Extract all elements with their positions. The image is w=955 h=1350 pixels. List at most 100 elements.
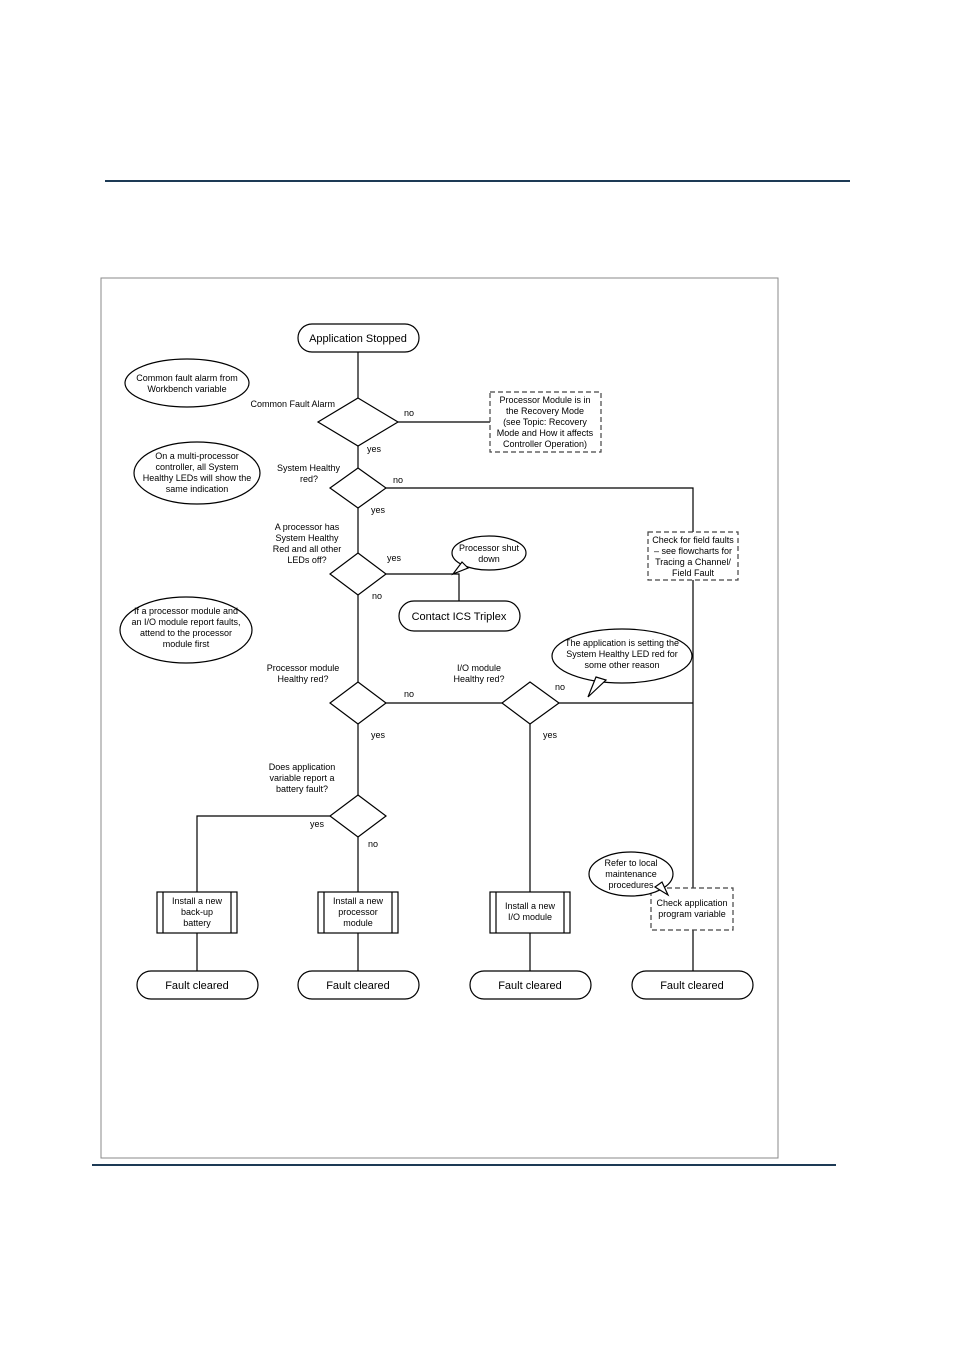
note-text: maintenance bbox=[605, 869, 657, 879]
terminal-fault-cleared-3: Fault cleared bbox=[469, 970, 592, 1000]
note-text: If a processor module and bbox=[134, 606, 238, 616]
box-label: the Recovery Mode bbox=[506, 406, 584, 416]
box-label: Field Fault bbox=[672, 568, 715, 578]
terminal-contact-ics-triplex: Contact ICS Triplex bbox=[398, 600, 521, 632]
note-text: On a multi-processor bbox=[155, 451, 239, 461]
note-text: procedures bbox=[608, 880, 654, 890]
branch-label-no: no bbox=[368, 839, 378, 849]
decision-common-fault-alarm: Common Fault Alarm bbox=[250, 397, 400, 447]
note-text: Refer to local bbox=[604, 858, 657, 868]
note-common-fault: Common fault alarm from Workbench variab… bbox=[124, 358, 250, 408]
note-text: Processor shut bbox=[459, 543, 520, 553]
branch-label-no: no bbox=[372, 591, 382, 601]
decision-label: Red and all other bbox=[273, 544, 342, 554]
note-processor-first: If a processor module and an I/O module … bbox=[119, 596, 253, 664]
note-text: module first bbox=[163, 639, 210, 649]
box-recovery-mode: Processor Module is in the Recovery Mode… bbox=[489, 391, 602, 453]
process-label: Install a new bbox=[505, 901, 556, 911]
branch-label-yes: yes bbox=[371, 505, 386, 515]
decision-label: LEDs off? bbox=[287, 555, 326, 565]
process-install-io: Install a new I/O module bbox=[489, 891, 571, 934]
note-processor-shutdown: Processor shut down bbox=[451, 535, 527, 576]
footer-rule bbox=[92, 1164, 836, 1166]
process-label: back-up bbox=[181, 907, 213, 917]
box-field-faults: Check for field faults – see flowcharts … bbox=[647, 531, 739, 581]
note-multi-processor: On a multi-processor controller, all Sys… bbox=[133, 441, 261, 505]
branch-label-yes: yes bbox=[367, 444, 382, 454]
box-label: Controller Operation) bbox=[503, 439, 587, 449]
decision-label: battery fault? bbox=[276, 784, 328, 794]
decision-label: Processor module bbox=[267, 663, 340, 673]
note-text: attend to the processor bbox=[140, 628, 232, 638]
decision-battery-fault: Does application variable report a batte… bbox=[269, 762, 387, 838]
terminal-fault-cleared-4: Fault cleared bbox=[631, 970, 754, 1000]
decision-label: variable report a bbox=[269, 773, 334, 783]
note-text: Workbench variable bbox=[147, 384, 226, 394]
box-label: Mode and How it affects bbox=[497, 428, 594, 438]
box-label: (see Topic: Recovery bbox=[503, 417, 587, 427]
decision-label: System Healthy bbox=[275, 533, 339, 543]
box-label: Tracing a Channel/ bbox=[655, 557, 731, 567]
branch-label-yes: yes bbox=[310, 819, 325, 829]
branch-label-yes: yes bbox=[543, 730, 558, 740]
note-text: down bbox=[478, 554, 500, 564]
note-app-setting-led: The application is setting the System He… bbox=[551, 628, 693, 698]
box-label: Processor Module is in bbox=[499, 395, 590, 405]
process-install-battery: Install a new back-up battery bbox=[156, 891, 238, 934]
terminal-label: Fault cleared bbox=[498, 980, 562, 992]
box-label: Check for field faults bbox=[652, 535, 734, 545]
header-rule bbox=[105, 180, 850, 182]
terminal-label: Fault cleared bbox=[165, 980, 229, 992]
note-text: System Healthy LED red for bbox=[566, 649, 678, 659]
process-label: Install a new bbox=[333, 896, 384, 906]
decision-system-healthy: System Healthy red? bbox=[277, 463, 388, 509]
branch-label-no: no bbox=[393, 475, 403, 485]
branch-label-no: no bbox=[404, 408, 414, 418]
branch-label-yes: yes bbox=[387, 553, 402, 563]
process-install-processor: Install a new processor module bbox=[317, 891, 399, 934]
decision-label: Does application bbox=[269, 762, 336, 772]
note-text: an I/O module report faults, bbox=[131, 617, 240, 627]
branch-labels: no yes no yes yes no no yes no yes yes n… bbox=[310, 408, 565, 849]
terminal-label: Contact ICS Triplex bbox=[412, 611, 507, 623]
figure-frame bbox=[100, 277, 779, 1159]
box-label: program variable bbox=[658, 909, 726, 919]
box-app-variable: Check application program variable bbox=[650, 887, 734, 931]
note-text: controller, all System bbox=[155, 462, 238, 472]
decision-label: red? bbox=[300, 474, 318, 484]
process-label: battery bbox=[183, 918, 211, 928]
decision-label: System Healthy bbox=[277, 463, 341, 473]
note-text: Common fault alarm from bbox=[136, 373, 238, 383]
note-text: The application is setting the bbox=[565, 638, 679, 648]
branch-label-no: no bbox=[555, 682, 565, 692]
decision-io-module: I/O module Healthy red? bbox=[453, 663, 561, 725]
decision-label: I/O module bbox=[457, 663, 501, 673]
branch-label-yes: yes bbox=[371, 730, 386, 740]
process-label: I/O module bbox=[508, 912, 552, 922]
decision-label: A processor has bbox=[275, 522, 340, 532]
note-maintenance: Refer to local maintenance procedures bbox=[588, 851, 674, 897]
terminal-application-stopped: Application Stopped bbox=[297, 323, 420, 353]
decision-processor-module: Processor module Healthy red? bbox=[267, 663, 387, 725]
decision-processor-led: A processor has System Healthy Red and a… bbox=[273, 522, 387, 596]
note-text: same indication bbox=[166, 484, 229, 494]
decision-label: Healthy red? bbox=[277, 674, 328, 684]
terminal-fault-cleared-1: Fault cleared bbox=[136, 970, 259, 1000]
decision-label: Common Fault Alarm bbox=[250, 399, 335, 409]
terminal-label: Application Stopped bbox=[309, 333, 407, 345]
terminal-label: Fault cleared bbox=[660, 980, 724, 992]
process-label: Install a new bbox=[172, 896, 223, 906]
connectors bbox=[196, 352, 694, 971]
note-text: Healthy LEDs will show the bbox=[143, 473, 252, 483]
decision-label: Healthy red? bbox=[453, 674, 504, 684]
process-label: processor bbox=[338, 907, 378, 917]
note-text: some other reason bbox=[584, 660, 659, 670]
process-label: module bbox=[343, 918, 373, 928]
box-label: – see flowcharts for bbox=[654, 546, 732, 556]
terminal-label: Fault cleared bbox=[326, 980, 390, 992]
box-label: Check application bbox=[656, 898, 727, 908]
branch-label-no: no bbox=[404, 689, 414, 699]
terminal-fault-cleared-2: Fault cleared bbox=[297, 970, 420, 1000]
